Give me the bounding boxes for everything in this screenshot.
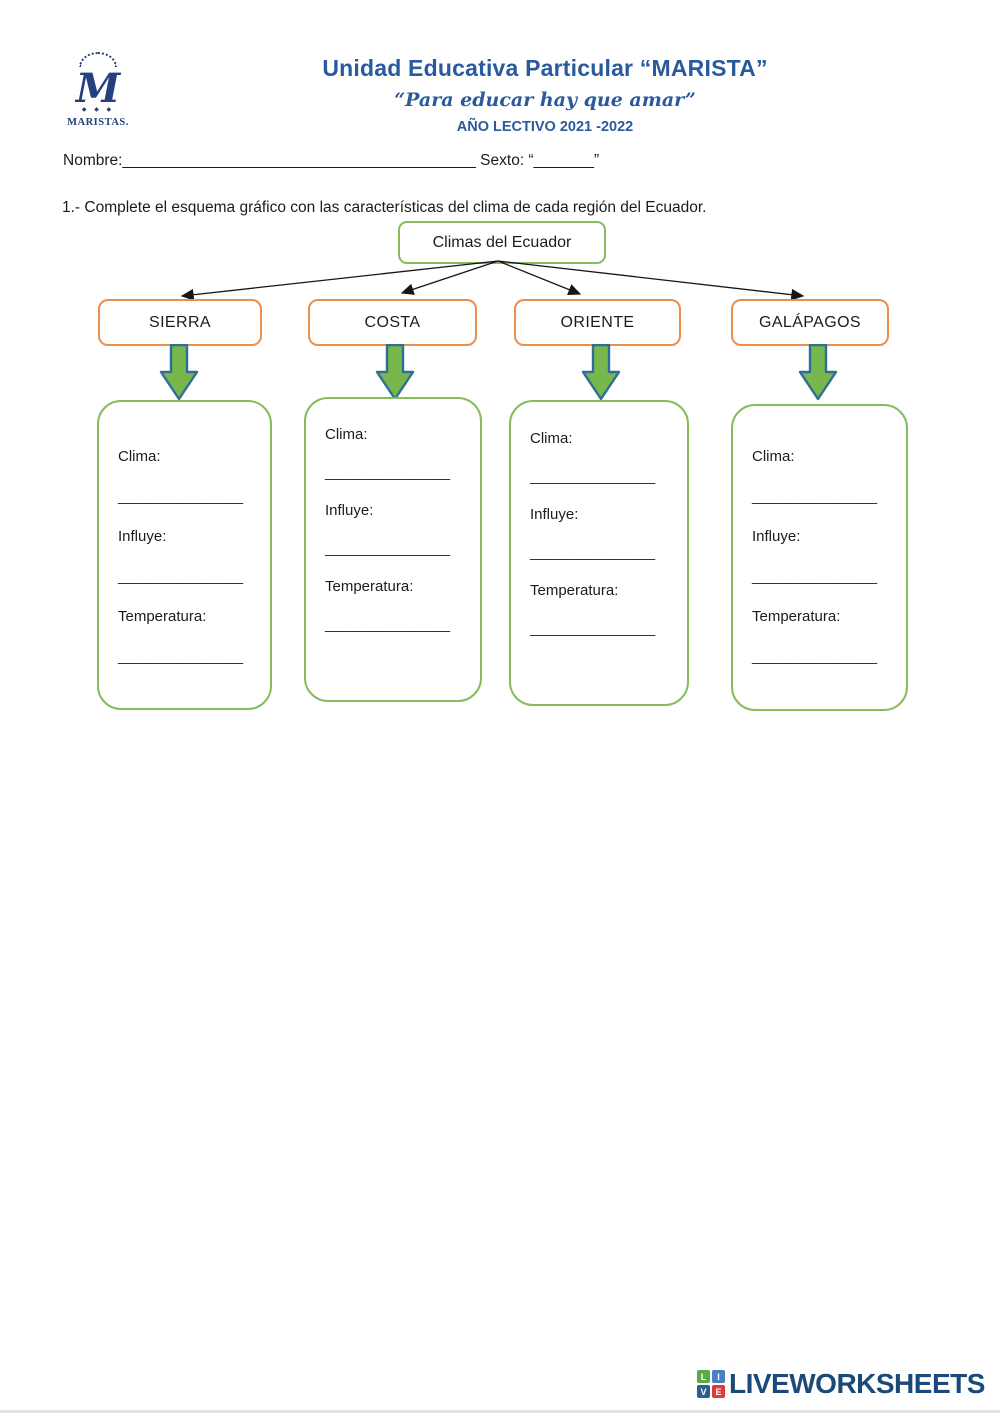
down-arrow-icon bbox=[798, 344, 838, 401]
field-blank[interactable]: _______________ bbox=[118, 488, 244, 505]
question-text: 1.- Complete el esquema gráfico con las … bbox=[62, 199, 707, 216]
school-name: Unidad Educativa Particular “MARISTA” bbox=[322, 55, 768, 81]
answer-card-oriente: Clima: _______________ Influye: ________… bbox=[509, 400, 689, 706]
field-label: Clima: bbox=[752, 448, 795, 465]
liveworksheets-logo-icon: L I V E bbox=[697, 1370, 725, 1398]
name-label: Nombre: bbox=[63, 152, 123, 169]
liveworksheets-footer: L I V E LIVEWORKSHEETS bbox=[697, 1368, 985, 1400]
field-blank[interactable]: _______________ bbox=[118, 648, 244, 665]
field-blank[interactable]: _______________ bbox=[752, 488, 878, 505]
region-label: COSTA bbox=[364, 313, 421, 331]
field-label: Temperatura: bbox=[325, 578, 414, 595]
field-label: Influye: bbox=[752, 528, 801, 545]
field-label: Clima: bbox=[118, 448, 161, 465]
field-blank[interactable]: _______________ bbox=[530, 620, 656, 637]
logo-tile-l: L bbox=[697, 1370, 710, 1383]
down-arrow-icon bbox=[581, 344, 621, 401]
field-blank[interactable]: _______________ bbox=[118, 568, 244, 585]
maristas-logo: M ◆ ◆ ◆ MARISTAS. bbox=[64, 52, 132, 128]
region-node-galapagos: GALÁPAGOS bbox=[731, 299, 889, 346]
logo-tile-e: E bbox=[712, 1385, 725, 1398]
school-motto: “Para educar hay que amar” bbox=[394, 89, 696, 111]
logo-caption: MARISTAS. bbox=[67, 117, 129, 128]
page-bottom-divider bbox=[0, 1410, 1000, 1413]
grade-blank-field[interactable]: _______ bbox=[533, 152, 594, 169]
diagram-root-node: Climas del Ecuador bbox=[398, 221, 606, 264]
region-node-oriente: ORIENTE bbox=[514, 299, 681, 346]
region-node-sierra: SIERRA bbox=[98, 299, 262, 346]
field-label: Temperatura: bbox=[118, 608, 207, 625]
field-label: Influye: bbox=[118, 528, 167, 545]
field-blank[interactable]: _______________ bbox=[752, 648, 878, 665]
grade-label: Sexto: “ bbox=[475, 152, 534, 169]
grade-close-quote: ” bbox=[593, 152, 600, 169]
answer-card-galapagos: Clima: _______________ Influye: ________… bbox=[731, 404, 908, 711]
logo-monogram-icon: M bbox=[75, 65, 121, 112]
logo-tile-i: I bbox=[712, 1370, 725, 1383]
field-label: Temperatura: bbox=[530, 582, 619, 599]
field-label: Temperatura: bbox=[752, 608, 841, 625]
name-blank-field[interactable]: ________________________________________… bbox=[122, 152, 476, 169]
connector-arrows bbox=[180, 260, 805, 301]
answer-card-sierra: Clima: _______________ Influye: ________… bbox=[97, 400, 272, 710]
name-row: Nombre:_________________________________… bbox=[63, 152, 599, 170]
logo-diamonds-icon: ◆ ◆ ◆ bbox=[81, 107, 115, 113]
region-label: GALÁPAGOS bbox=[758, 313, 861, 331]
diagram-root-label: Climas del Ecuador bbox=[432, 233, 572, 251]
field-blank[interactable]: _______________ bbox=[325, 616, 451, 633]
field-label: Clima: bbox=[530, 430, 573, 447]
field-blank[interactable]: _______________ bbox=[530, 468, 656, 485]
region-label: SIERRA bbox=[149, 313, 211, 331]
field-blank[interactable]: _______________ bbox=[752, 568, 878, 585]
field-blank[interactable]: _______________ bbox=[325, 464, 451, 481]
liveworksheets-wordmark: LIVEWORKSHEETS bbox=[729, 1368, 985, 1399]
header-text: Unidad Educativa Particular “MARISTA” “P… bbox=[140, 55, 950, 135]
school-year: AÑO LECTIVO 2021 -2022 bbox=[456, 119, 634, 135]
down-arrow-icon bbox=[159, 344, 199, 401]
region-node-costa: COSTA bbox=[308, 299, 477, 346]
field-label: Influye: bbox=[530, 506, 579, 523]
down-arrow-icon bbox=[375, 344, 415, 401]
field-blank[interactable]: _______________ bbox=[325, 540, 451, 557]
logo-tile-v: V bbox=[697, 1385, 710, 1398]
field-blank[interactable]: _______________ bbox=[530, 544, 656, 561]
field-label: Clima: bbox=[325, 426, 368, 443]
answer-card-costa: Clima: _______________ Influye: ________… bbox=[304, 397, 482, 702]
region-label: ORIENTE bbox=[560, 313, 635, 331]
field-label: Influye: bbox=[325, 502, 374, 519]
